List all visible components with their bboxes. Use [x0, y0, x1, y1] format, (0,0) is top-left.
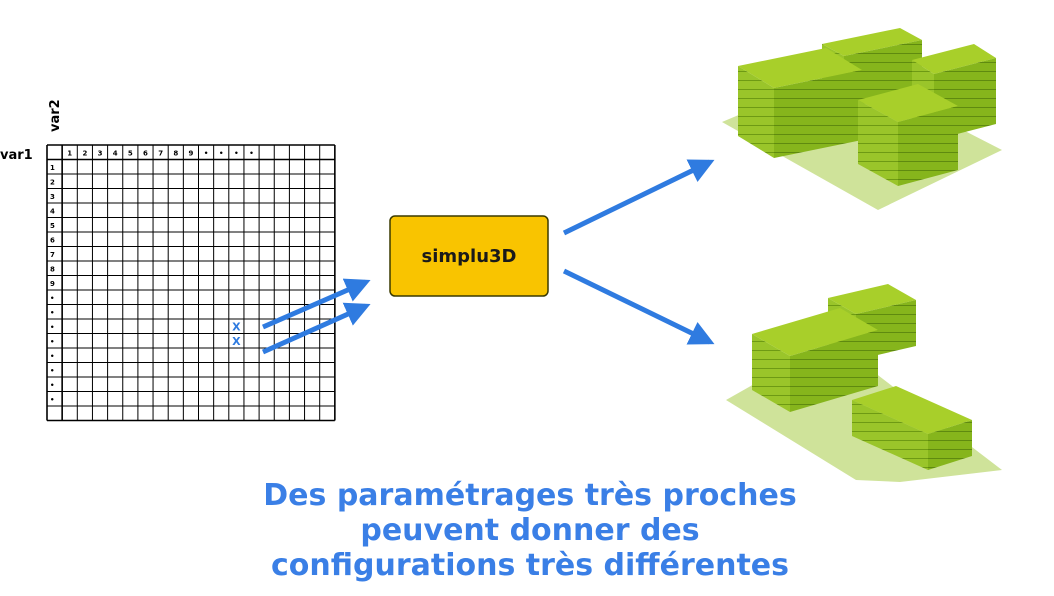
- building-block: [738, 48, 862, 158]
- column-header: •: [219, 150, 223, 158]
- column-header: 2: [82, 150, 87, 158]
- row-header: 9: [50, 280, 55, 288]
- row-header: •: [50, 324, 54, 332]
- output-arrow-lower: [562, 268, 715, 345]
- column-variable-label: var2: [48, 99, 63, 132]
- selected-cell: [229, 334, 243, 347]
- building-configuration-lower: [726, 284, 1002, 482]
- model-box-shape: [389, 215, 549, 297]
- row-header: 4: [50, 208, 55, 216]
- input-arrow-upper: [261, 278, 371, 330]
- column-header: 3: [98, 150, 103, 158]
- caption-line-2: peuvent donner des: [360, 513, 700, 548]
- column-header: 7: [158, 150, 163, 158]
- column-header: 1: [67, 150, 72, 158]
- column-header: 5: [128, 150, 133, 158]
- row-header: 7: [50, 251, 55, 259]
- column-header: 8: [173, 150, 178, 158]
- model-box-label: simplu3D: [422, 246, 517, 267]
- column-header: 9: [188, 150, 193, 158]
- row-header: •: [50, 338, 54, 346]
- row-header: •: [50, 295, 54, 303]
- building-block: [752, 308, 878, 412]
- selected-cell-mark: X: [232, 335, 241, 348]
- building-block: [858, 84, 958, 186]
- parameter-grid: 1 2 3 4 5 6 7 8 9 • • • • 1 2 3 4 5 6 7 8 9 • • • • • • • • XX: [46, 144, 336, 422]
- column-header: 4: [113, 150, 118, 158]
- row-header: •: [50, 382, 54, 390]
- row-header: 1: [50, 164, 55, 172]
- selected-cell: [229, 320, 243, 333]
- column-header: •: [249, 150, 253, 158]
- column-header: •: [234, 150, 238, 158]
- row-header: 6: [50, 237, 55, 245]
- row-header: 3: [50, 193, 55, 201]
- input-arrow-lower: [261, 302, 371, 355]
- row-header: •: [50, 396, 54, 404]
- selected-cell-mark: X: [232, 321, 241, 334]
- row-header: 8: [50, 266, 55, 274]
- caption-line-1: Des paramétrages très proches: [263, 478, 797, 513]
- simplu3d-box: simplu3D: [389, 215, 549, 297]
- caption-line-3: configurations très différentes: [271, 548, 789, 583]
- caption: Des paramétrages très proches peuvent do…: [150, 478, 910, 583]
- column-header: 6: [143, 150, 148, 158]
- row-header: •: [50, 367, 54, 375]
- output-arrow-upper: [562, 159, 715, 236]
- building-block: [852, 386, 972, 470]
- building-configuration-upper: [722, 28, 1002, 210]
- row-header: 5: [50, 222, 55, 230]
- row-header: 2: [50, 179, 55, 187]
- row-header: •: [50, 353, 54, 361]
- column-header: •: [204, 150, 208, 158]
- row-header: •: [50, 309, 54, 317]
- row-variable-label: var1: [0, 148, 33, 163]
